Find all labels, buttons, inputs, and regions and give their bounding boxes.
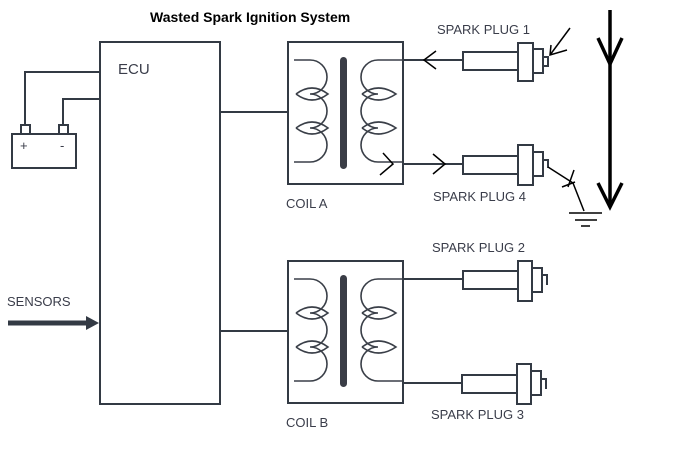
spark-plug-3-label: SPARK PLUG 3 <box>431 407 524 422</box>
coil-b-label: COIL B <box>286 415 328 430</box>
spark-arrow-plug1-icon <box>549 27 571 57</box>
sensors-arrow-icon <box>8 316 99 330</box>
spark-plug-1-label: SPARK PLUG 1 <box>437 22 530 37</box>
flow-arrow-plug1-icon <box>422 50 437 70</box>
battery-icon: + - <box>11 71 100 169</box>
battery-minus: - <box>60 138 64 153</box>
flow-arrow-plug4-icon <box>432 153 447 175</box>
coil-a-label: COIL A <box>286 196 328 211</box>
battery-plus: + <box>20 138 28 153</box>
spark-plug-4 <box>462 144 549 186</box>
coil-b <box>287 260 404 404</box>
ground-icon <box>569 212 602 227</box>
ecu-label: ECU <box>118 61 150 78</box>
coil-a <box>287 41 404 185</box>
spark-path-plug4-icon <box>547 166 585 212</box>
spark-plug-2-label: SPARK PLUG 2 <box>432 240 525 255</box>
spark-plug-4-label: SPARK PLUG 4 <box>433 189 526 204</box>
diagram-title: Wasted Spark Ignition System <box>150 9 350 25</box>
spark-plug-2 <box>462 260 548 302</box>
ecu-box <box>99 41 221 405</box>
sensors-label: SENSORS <box>7 294 71 309</box>
spark-plug-1 <box>462 42 549 82</box>
down-arrow-icon <box>596 10 624 211</box>
spark-plug-3 <box>461 363 547 405</box>
flow-arrow-coil-a-icon <box>379 152 395 176</box>
